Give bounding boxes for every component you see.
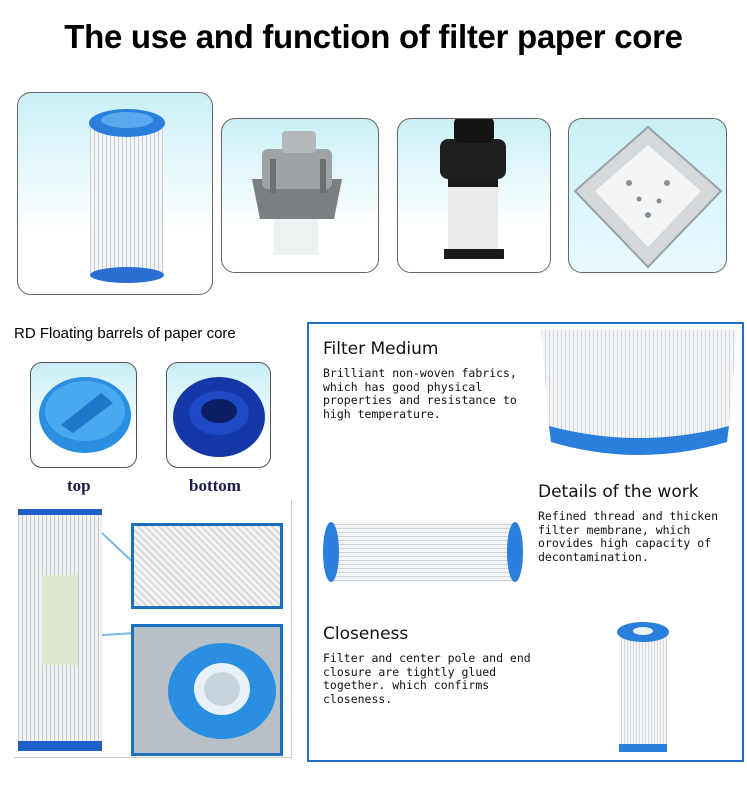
core-detail-illustration — [134, 627, 280, 753]
skimmer-assembly-illustration — [252, 131, 342, 255]
feature-title-filter-medium: Filter Medium — [323, 339, 439, 359]
long-cartridge-illustration — [18, 509, 132, 751]
photo-filter-cartridge — [17, 92, 213, 295]
zoom-core-detail — [131, 624, 283, 756]
horizontal-cartridge-illustration — [323, 522, 523, 582]
feature-line: which has good physical — [323, 379, 483, 394]
filter-housing-illustration — [440, 119, 506, 259]
feature-text-filter-medium: Brilliant non-woven fabrics, which has g… — [323, 366, 517, 421]
cap-bottom-photo — [166, 362, 271, 468]
feature-line: together. which confirms — [323, 678, 490, 692]
cap-top-photo — [30, 362, 137, 468]
features-panel: Filter Medium Brilliant non-woven fabric… — [307, 322, 744, 762]
filter-cartridge-illustration — [89, 109, 165, 283]
cap-top-illustration — [39, 377, 131, 453]
feature-line: decontamination. — [538, 549, 649, 564]
feature-line: properties and resistance to — [323, 393, 517, 407]
feature-text-details: Refined thread and thicken filter membra… — [538, 509, 719, 564]
feature-line: orovides high capacity of — [538, 536, 712, 550]
feature-line: closure are tightly glued — [323, 664, 497, 679]
feature-title-details: Details of the work — [538, 482, 699, 502]
feature-line: filter membrane, which — [538, 522, 691, 537]
photo-black-filter-housing — [397, 118, 551, 273]
cartridge-detail-frame — [14, 500, 292, 758]
photo-hot-tub — [568, 118, 727, 273]
feature-line: high temperature. — [323, 406, 441, 421]
cap-top-label: top — [67, 476, 91, 495]
feature-line: Refined thread and thicken — [538, 509, 719, 523]
filter-medium-closeup — [541, 330, 737, 455]
cap-bottom-label: bottom — [189, 476, 241, 495]
zoom-mesh-detail — [131, 523, 283, 609]
feature-line: closeness. — [323, 691, 393, 706]
feature-title-closeness: Closeness — [323, 624, 409, 644]
feature-text-closeness: Filter and center pole and end closure a… — [323, 651, 531, 706]
feature-line: Brilliant non-woven fabrics, — [323, 366, 517, 380]
feature-line: Filter and center pole and end — [323, 651, 531, 665]
section-subtitle: RD Floating barrels of paper core — [14, 325, 236, 342]
small-cartridge-illustration — [617, 622, 669, 752]
photo-skimmer-assembly — [221, 118, 379, 273]
cap-bottom-illustration — [173, 377, 265, 457]
page-title: The use and function of filter paper cor… — [64, 18, 683, 55]
hot-tub-illustration — [573, 125, 723, 269]
